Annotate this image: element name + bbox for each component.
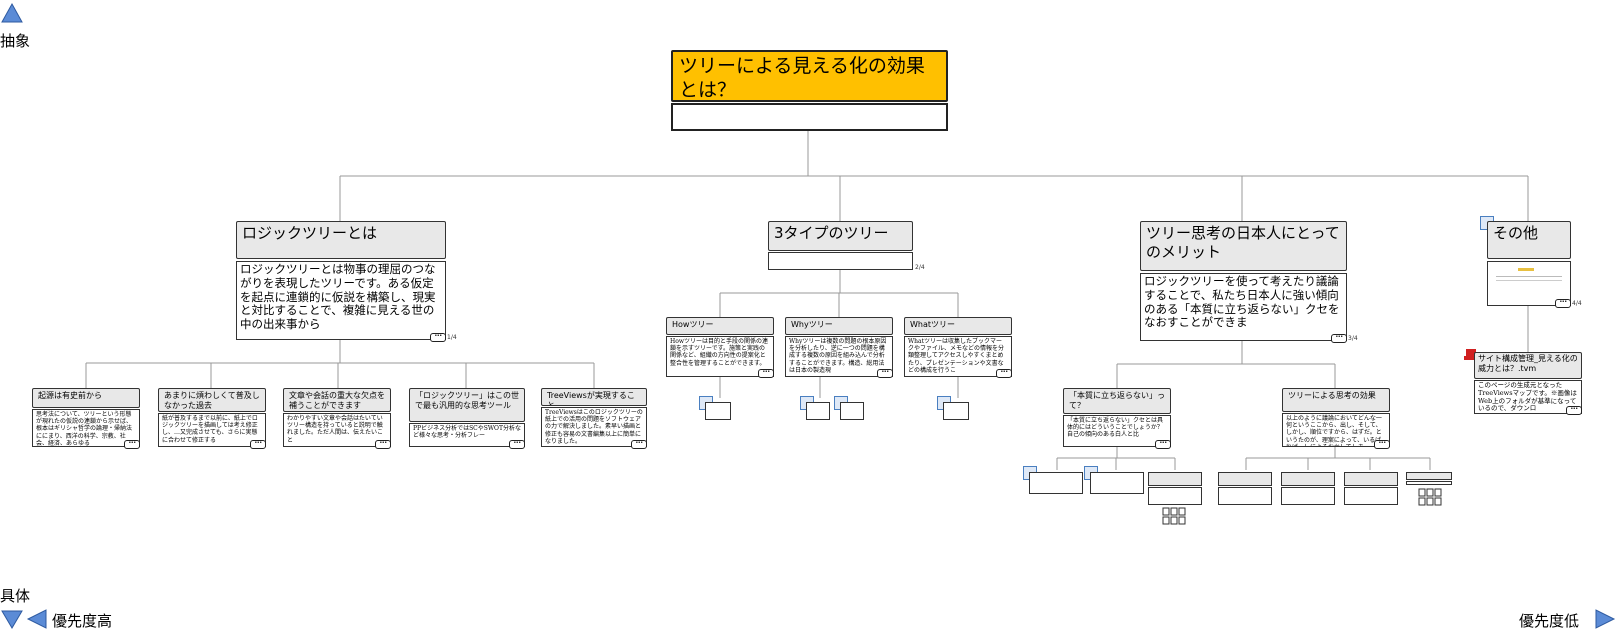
three-types-body	[768, 252, 913, 270]
how-tree-body: Howツリーは目的と手段の関係の連鎖を示すツリーです。施策と実践の関係など、組織…	[666, 336, 774, 377]
merit-more-button[interactable]: •••	[1331, 334, 1347, 343]
three-types-count: 2/4	[915, 264, 925, 271]
what-tree-body: Whatツリーは収集したブックマークやファイル、メモなどの情報を分類整理してアク…	[904, 336, 1012, 377]
merit-gc-3-title[interactable]	[1148, 472, 1202, 486]
other-title[interactable]: その他	[1487, 221, 1571, 259]
root-node-body[interactable]	[671, 103, 948, 131]
logic-child-1-body: 思考法について、ツリーという形態が現れたの仮説の連鎖から示せば、根本はギリシャ哲…	[32, 409, 140, 447]
concrete-arrow-icon[interactable]	[0, 609, 24, 629]
merit-gc-5-title[interactable]	[1281, 472, 1335, 486]
logic-tree-title[interactable]: ロジックツリーとは	[236, 221, 446, 259]
abstract-label: 抽象	[0, 32, 31, 50]
why-image-node-1[interactable]	[806, 402, 830, 420]
logic-child-1-more-button[interactable]: •••	[124, 440, 140, 449]
merit-child-2-title[interactable]: ツリーによる思考の効果	[1282, 388, 1390, 412]
merit-body: ロジックツリーを使って考えたり議論することで、私たち日本人に強い傾向のある「本質…	[1140, 273, 1347, 341]
how-tree-more-button[interactable]: •••	[758, 369, 774, 378]
logic-child-4-more-button[interactable]: •••	[509, 440, 525, 449]
merit-gc-6-body	[1344, 487, 1398, 505]
merit-gc-7-body	[1406, 481, 1452, 485]
how-tree-title[interactable]: Howツリー	[666, 317, 774, 335]
logic-tree-more-button[interactable]: •••	[430, 333, 446, 342]
why-tree-more-button[interactable]: •••	[877, 369, 893, 378]
what-tree-title[interactable]: Whatツリー	[904, 317, 1012, 335]
merit-gc-1[interactable]	[1029, 472, 1083, 494]
logic-child-4-title[interactable]: 「ロジックツリー」はこの世で最も汎用的な思考ツール	[409, 388, 525, 422]
merit-child-1-title[interactable]: 「本質に立ち返らない」って？	[1063, 388, 1171, 414]
merit-child-2-more-button[interactable]: •••	[1374, 440, 1390, 449]
concrete-label: 具体	[0, 587, 31, 605]
logic-child-2-more-button[interactable]: •••	[250, 440, 266, 449]
logic-child-5-title[interactable]: TreeViewsが実現すること	[541, 388, 647, 406]
root-node-title[interactable]: ツリーによる見える化の効果とは？	[671, 50, 948, 102]
why-tree-body: Whyツリーは複数の問題の根本原因を分析したり、逆に一つの問題を構成する複数の原…	[785, 336, 893, 377]
merit-gc-4-title[interactable]	[1218, 472, 1272, 486]
logic-child-2-title[interactable]: あまりに煩わしくて普及しなかった過去	[158, 388, 266, 412]
three-types-title[interactable]: 3タイプのツリー	[768, 221, 913, 251]
other-thumbnail	[1487, 261, 1571, 306]
merit-gc-4-body	[1218, 487, 1272, 505]
abstract-arrow-icon[interactable]	[0, 2, 24, 24]
priority-low-arrow-icon[interactable]	[1594, 609, 1616, 629]
other-more-button[interactable]: •••	[1555, 299, 1571, 308]
merit-gc-3-body	[1148, 487, 1202, 505]
merit-child-1-body: 「本質に立ち返らない」クセとは具体的にはどういうことでしょうか？自己の傾向のある…	[1063, 415, 1171, 447]
merit-gc-6-title[interactable]	[1344, 472, 1398, 486]
logic-child-5-more-button[interactable]: •••	[631, 440, 647, 449]
logic-child-3-more-button[interactable]: •••	[375, 440, 391, 449]
what-tree-more-button[interactable]: •••	[996, 369, 1012, 378]
other-child-more-button[interactable]: •••	[1566, 406, 1582, 415]
why-image-node-2[interactable]	[840, 402, 864, 420]
logic-child-4-body: PPビジネス分析ではSCやSWOT分析など様々な思考・分析フレー	[409, 423, 525, 447]
logic-child-1-title[interactable]: 起源は有史前から	[32, 388, 140, 408]
logic-child-3-title[interactable]: 文章や会話の重大な欠点を補うことができます	[283, 388, 391, 412]
logic-tree-body: ロジックツリーとは物事の理屈のつながりを表現したツリーです。ある仮定を起点に連鎖…	[236, 261, 446, 340]
other-count: 4/4	[1572, 300, 1582, 307]
merit-child-2-body: 以上のように議論においてどんな一何というここから、出し、そして、しかし、順位です…	[1282, 413, 1390, 447]
why-tree-title[interactable]: Whyツリー	[785, 317, 893, 335]
priority-low-label: 優先度低	[1519, 612, 1580, 630]
file-link-icon[interactable]	[1463, 348, 1479, 362]
how-image-node[interactable]	[705, 402, 731, 420]
priority-high-arrow-icon[interactable]	[26, 609, 48, 629]
priority-high-label: 優先度高	[52, 612, 113, 630]
logic-child-3-body: わかりやすい文章や会話はたいていツリー構造を持っていると説明で触れました。ただ人…	[283, 413, 391, 447]
logic-child-2-body: 紙が普及するまで以前に、紙上でロジックツリーを描画しては考え修正し、…又完成させ…	[158, 413, 266, 447]
merit-title[interactable]: ツリー思考の日本人にとってのメリット	[1140, 221, 1347, 271]
other-child-body: このページの生成元となったTreeViewsマップです。※画像はWeb上のフォル…	[1474, 380, 1582, 414]
merit-gc-7-title[interactable]	[1406, 472, 1452, 480]
logic-child-5-body: TreeViewsはこのロジックツリーの紙上での活用の問題をソフトウェアの力で解…	[541, 407, 647, 447]
what-image-node[interactable]	[943, 402, 969, 420]
merit-gc-3-children-icon[interactable]	[1162, 507, 1186, 525]
merit-gc-5-body	[1281, 487, 1335, 505]
merit-count: 3/4	[1348, 335, 1358, 342]
other-child-title[interactable]: サイト構成管理_見える化の威力とは？.tvm	[1474, 352, 1582, 379]
logic-tree-count: 1/4	[447, 334, 457, 341]
merit-gc-7-children-icon[interactable]	[1418, 488, 1442, 506]
merit-gc-2[interactable]	[1090, 472, 1144, 494]
merit-child-1-more-button[interactable]: •••	[1155, 440, 1171, 449]
